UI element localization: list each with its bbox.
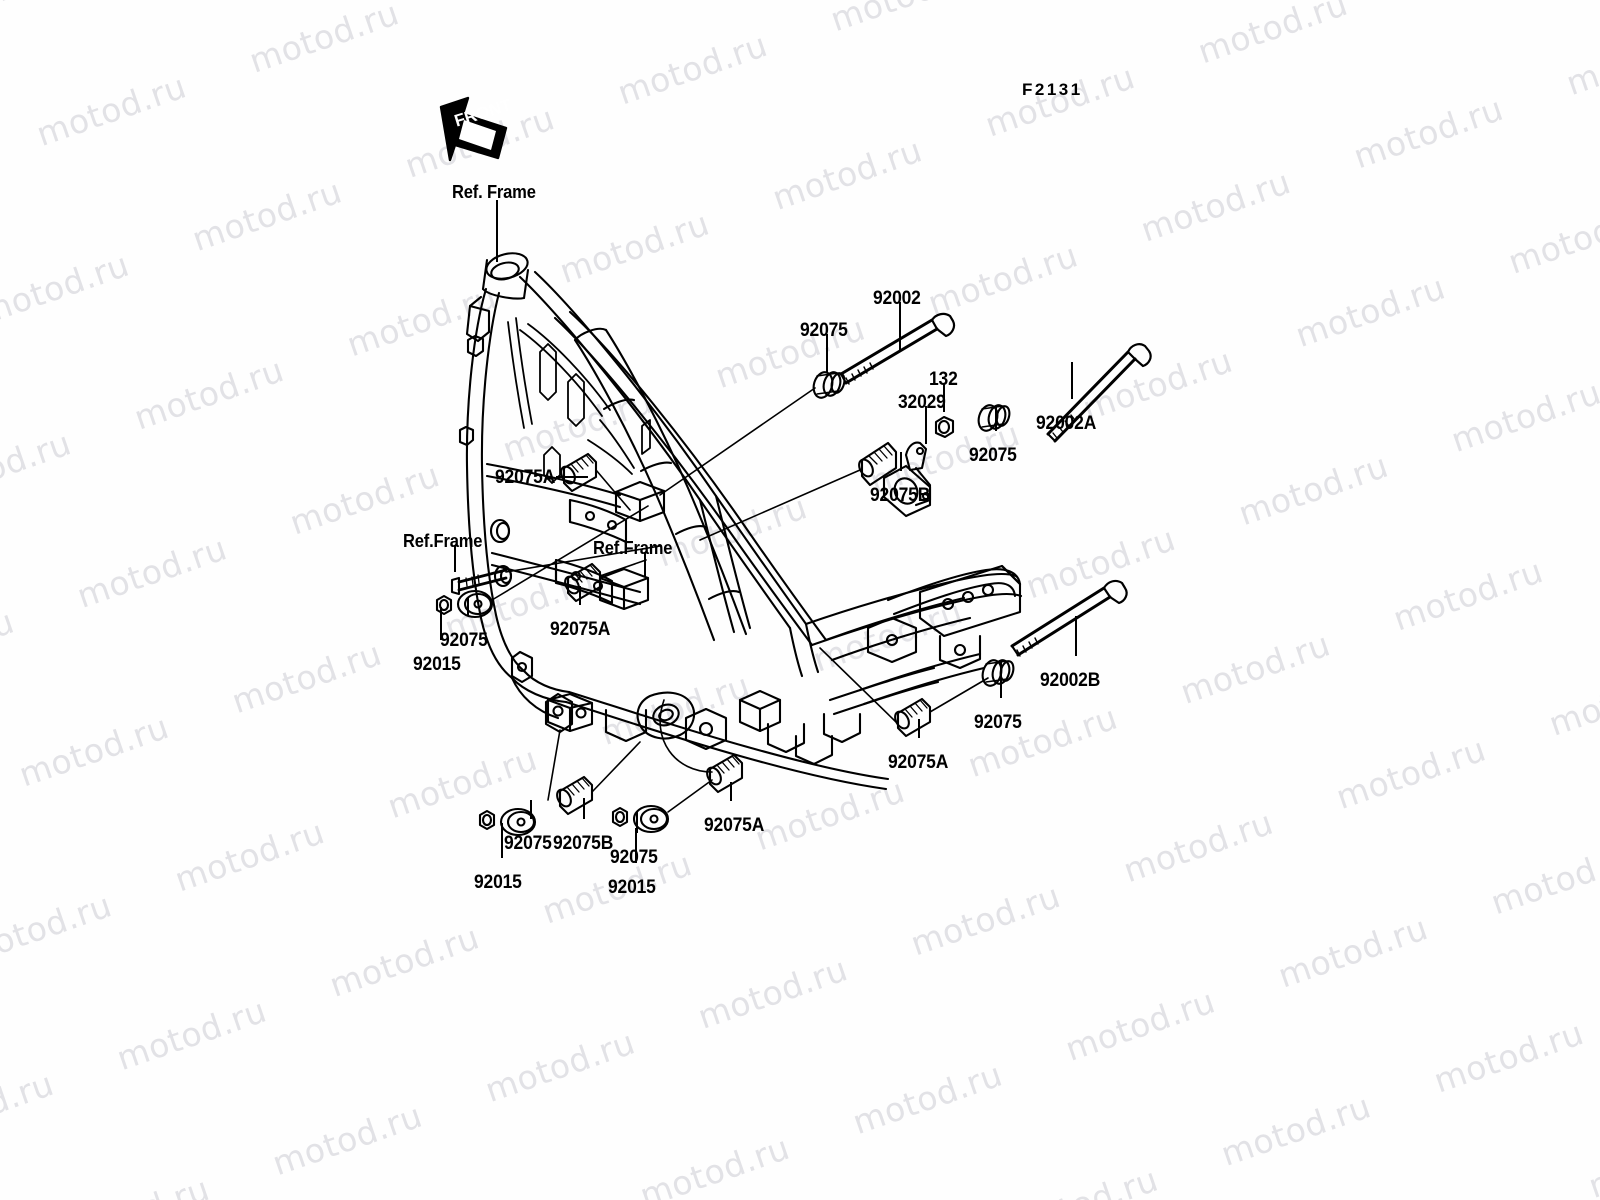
part-92075-collar-right	[981, 659, 1015, 687]
part-92075a-sleeve-mid	[564, 562, 602, 603]
callout-part-92002b[interactable]: 92002B	[1040, 670, 1101, 691]
part-92015-nut-bot2	[611, 806, 629, 828]
callout-part-92075-upper[interactable]: 92075	[800, 320, 848, 341]
frame-left-rails	[458, 287, 571, 704]
callout-part-92075a-bot[interactable]: 92075A	[704, 815, 765, 836]
callout-part-92075a-mid[interactable]: 92075A	[550, 619, 611, 640]
callout-part-92075-bot1[interactable]: 92075	[504, 833, 552, 854]
part-92075a-sleeve-right	[894, 697, 932, 738]
lower-mount-lugs	[636, 689, 862, 766]
part-92075-collar-bot2	[632, 804, 670, 834]
frame-right-tubes	[698, 494, 820, 678]
callout-part-92075b-upper[interactable]: 92075B	[870, 485, 931, 506]
callout-ref-frame-top[interactable]: Ref. Frame	[452, 182, 536, 202]
part-92002b-bolt	[1010, 579, 1128, 657]
callout-part-92015-bot2[interactable]: 92015	[608, 877, 656, 898]
leader-92075a-right	[819, 647, 897, 723]
part-92075-collar-left	[456, 589, 494, 619]
callout-part-92002[interactable]: 92002	[873, 288, 921, 309]
frame-top-rail	[518, 270, 828, 647]
leader-92075-upper	[659, 387, 816, 496]
frame-inner-details	[507, 317, 651, 484]
callout-part-92002a[interactable]: 92002A	[1036, 413, 1097, 434]
callout-part-92075a-right[interactable]: 92075A	[888, 752, 949, 773]
callout-part-92075-mid[interactable]: 92075	[969, 445, 1017, 466]
part-32029-bracket	[882, 441, 932, 518]
callout-part-32029[interactable]: 32029	[898, 392, 946, 413]
part-92075-collar-mid	[977, 404, 1011, 432]
leader-92075-right	[929, 677, 989, 713]
part-92015-nut-bot1	[478, 809, 496, 831]
part-92002a-bolt	[1046, 343, 1152, 443]
head-tube	[481, 252, 530, 300]
callout-ref-frame-left[interactable]: Ref.Frame	[403, 531, 483, 551]
part-92075-collar-bot1	[499, 807, 537, 837]
callout-part-92075b-bot[interactable]: 92075B	[553, 833, 614, 854]
callout-part-132[interactable]: 132	[929, 369, 958, 390]
part-132-nut	[934, 415, 955, 439]
part-ref-frame-bolt-left	[450, 568, 508, 596]
diagram-code: F2131	[1022, 80, 1083, 99]
callout-part-92015-bot1[interactable]: 92015	[474, 872, 522, 893]
callout-part-92015-left[interactable]: 92015	[413, 654, 461, 675]
rear-subframe	[804, 564, 1023, 716]
callout-part-92075-bot2[interactable]: 92075	[610, 847, 658, 868]
part-92075-collar-upper	[812, 371, 846, 399]
part-92075a-sleeve-bot	[706, 753, 744, 794]
callout-ref-frame-mid[interactable]: Ref.Frame	[593, 538, 673, 558]
callout-part-92075-right[interactable]: 92075	[974, 712, 1022, 733]
front-arrow-icon	[439, 96, 508, 162]
part-92075b-sleeve-upper	[858, 441, 898, 487]
frame-lower-cradle	[510, 676, 890, 791]
part-92075b-sleeve-bot	[556, 775, 594, 816]
callout-part-92075a-left[interactable]: 92075A	[495, 467, 556, 488]
part-washers-left-rail	[489, 518, 513, 588]
leader-92075b-upper	[699, 469, 861, 541]
part-92075a-sleeve-left	[560, 452, 598, 493]
callout-part-92075-left[interactable]: 92075	[440, 630, 488, 651]
part-92015-nut-left	[435, 594, 453, 616]
